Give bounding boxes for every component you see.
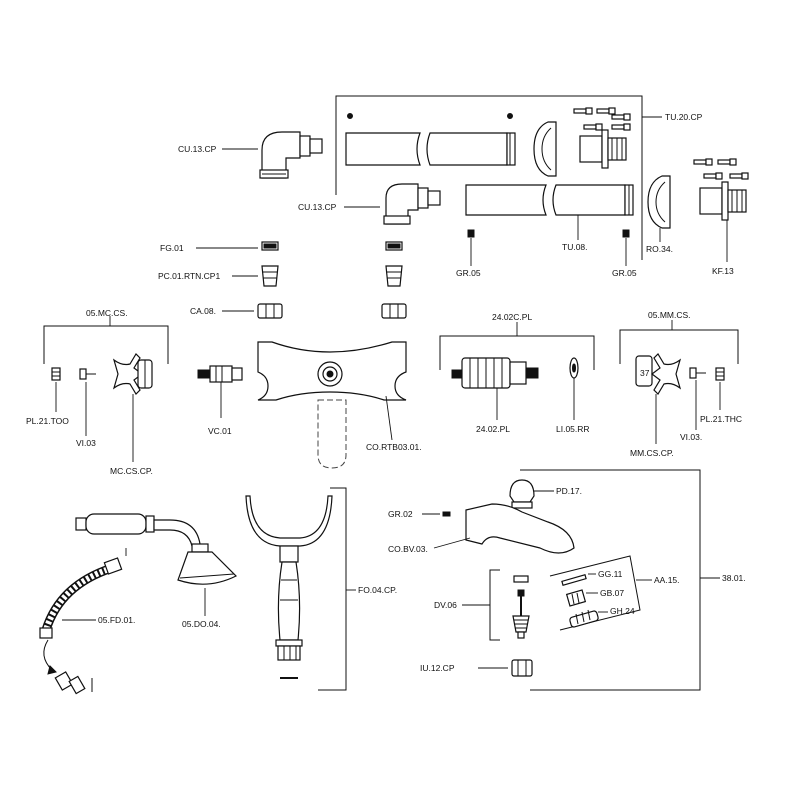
label-tu20cp: TU.20.CP [665,112,703,122]
label-iu12: IU.12.CP [420,663,455,673]
screw-set-icon [573,107,631,131]
label-2402pl: 24.02.PL [476,424,510,434]
label-mc-cs-cp: MC.CS.CP. [110,466,153,476]
label-vc01: VC.01 [208,426,232,436]
label-knob-number: 37 [640,368,650,378]
label-tu08: TU.08. [562,242,588,252]
label-dv06: DV.06 [434,600,457,610]
elbow-cu13-top [222,131,323,179]
label-gb07: GB.07 [600,588,624,598]
label-aa15: AA.15. [654,575,680,585]
bracket-mm-cs [619,320,739,444]
part-labels: CU.13.CP TU.20.CP CU.13.CP FG.01 PC.01.R… [26,112,746,673]
cap-pl21thc-icon [715,367,725,381]
screw-dot-icon [347,113,353,119]
label-cu13cp-top: CU.13.CP [178,144,217,154]
pipe-segments-mid [465,184,634,266]
screw-dot-icon [507,113,513,119]
cross-handle-left-icon [112,353,153,395]
aerator-gh24-icon [569,609,599,628]
label-fo04: FO.04.CP. [358,585,397,595]
valve-body-co-rtb [257,341,407,469]
label-co-bv: CO.BV.03. [388,544,428,554]
top-bracket [335,95,662,260]
screw-vi03-left-icon [79,368,96,380]
hose-fd01 [39,557,123,695]
pipe-segments-top [345,113,516,166]
label-pl21thc: PL.21.THC [700,414,742,424]
label-co-rtb: CO.RTB03.01. [366,442,422,452]
label-fd01: 05.FD.01. [98,615,135,625]
label-mm-cs: 05.MM.CS. [648,310,691,320]
label-mm-cs-cp: MM.CS.CP. [630,448,674,458]
label-vi03-right: VI.03. [680,432,702,442]
connector-kf13 [693,158,749,262]
elbow-cu13-mid [344,183,441,225]
label-mc-cs: 05.MC.CS. [86,308,128,318]
label-pc01: PC.01.RTN.CP1 [158,271,220,281]
ring-gb07-icon [565,589,587,607]
gasket-gg11-icon [561,574,587,586]
label-cu13cp-mid: CU.13.CP [298,202,337,212]
label-gr05-right: GR.05 [612,268,637,278]
fittings-column [196,241,407,319]
label-fg01: FG.01 [160,243,184,253]
handshower-do04 [75,513,238,616]
screw-vi03-right-icon [689,367,706,379]
label-3801: 38.01. [722,573,746,583]
label-kf13: KF.13 [712,266,734,276]
label-gr02: GR.02 [388,509,413,519]
spout-body-cobv03-icon [465,503,575,554]
label-vi03-left: VI.03 [76,438,96,448]
label-ro34: RO.34. [646,244,673,254]
screw-set-icon [693,158,749,180]
bracket-mc-cs [43,316,169,462]
label-gh24: GH.24 [610,606,635,616]
label-li05: LI.05.RR [556,424,590,434]
diverter-dv06-icon [512,575,530,639]
label-ca08: CA.08. [190,306,216,316]
rosette-top [533,121,557,177]
label-pd17: PD.17. [556,486,582,496]
rosette-ro34 [647,175,671,242]
spout-group-3801 [422,469,720,691]
fork-fo04 [245,487,356,691]
cartridge-2402pl-icon [451,357,539,389]
nut-iu12-icon [511,659,533,677]
connector-tu20 [573,107,631,169]
bracket-2402c [439,322,595,420]
washer-li05-icon [569,357,579,379]
cartridge-vc01 [197,365,243,418]
cross-handle-right-icon [635,353,682,395]
label-do04: 05.DO.04. [182,619,221,629]
label-gr05-left: GR.05 [456,268,481,278]
knob-pd17-icon [509,479,535,509]
cap-pl21too-icon [51,367,61,381]
label-gg11: GG.11 [598,569,623,579]
label-pl21too: PL.21.TOO [26,416,69,426]
label-2402c-pl: 24.02C.PL [492,312,532,322]
